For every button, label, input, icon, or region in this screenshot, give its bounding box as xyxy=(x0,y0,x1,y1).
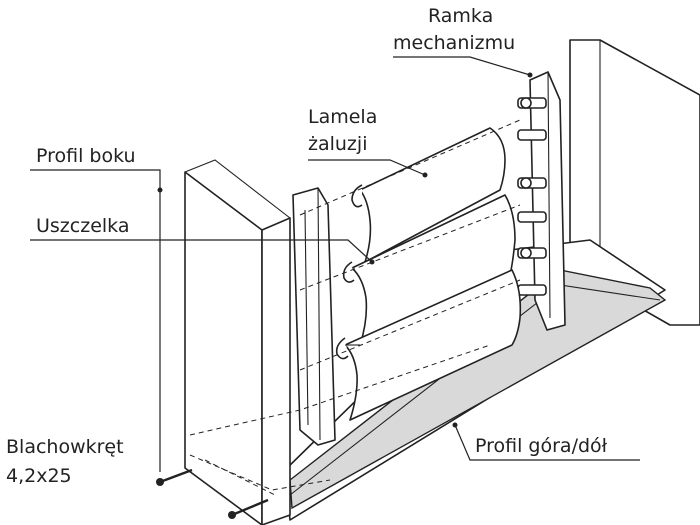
side-profile xyxy=(184,159,291,525)
label-uszczelka: Uszczelka xyxy=(36,215,130,237)
seal-profile xyxy=(292,187,336,446)
label-blachowkret-line1: Blachowkręt xyxy=(6,436,124,458)
label-profil-gora-dol: Profil góra/dół xyxy=(475,435,608,457)
screw-icon xyxy=(156,468,269,519)
label-ramka-line1: Ramka xyxy=(428,5,494,27)
label-lamela-line2: żaluzji xyxy=(308,133,368,155)
mechanism-frame xyxy=(517,71,566,331)
label-ramka-line2: mechanizmu xyxy=(393,32,516,54)
label-lamela-line1: Lamela xyxy=(308,106,378,128)
label-blachowkret-line2: 4,2x25 xyxy=(6,465,72,487)
assembly-guides xyxy=(189,119,521,496)
shutter-slats xyxy=(335,127,522,421)
leader-lines xyxy=(30,56,640,472)
label-profil-boku: Profil boku xyxy=(36,145,136,167)
